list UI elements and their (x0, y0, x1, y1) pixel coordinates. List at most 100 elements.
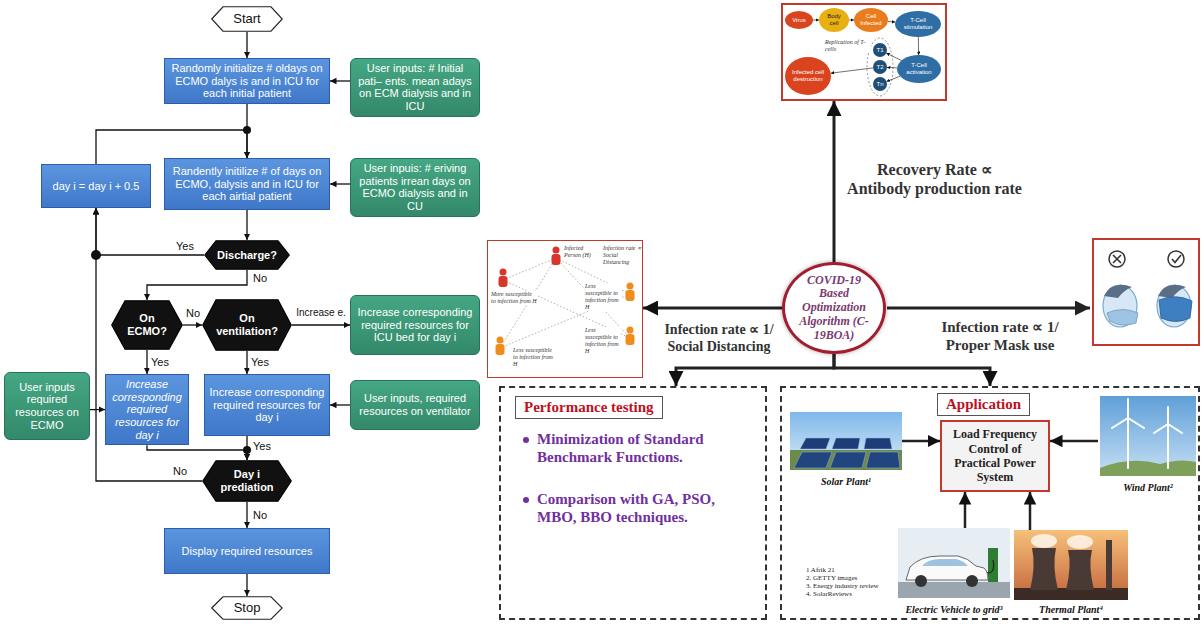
node-text: Increase corresponding required resource… (355, 306, 475, 344)
node-text: Randently initilize # of days on ECMO, d… (169, 165, 325, 203)
node-text: T-Cell activation (902, 62, 937, 75)
person-figure (626, 283, 635, 302)
person-figure (626, 290, 635, 301)
source-note: 3. Energy industry review (806, 582, 879, 590)
contact-dotted-line (556, 258, 630, 338)
person-figure (552, 247, 561, 266)
edge-label: No (171, 465, 189, 478)
wind-plant-picture (1154, 424, 1168, 433)
label-holder: Yes (174, 240, 196, 253)
connector (246, 574, 247, 596)
connector (834, 354, 990, 386)
thermal-plant-picture (1031, 534, 1057, 548)
wind-plant-picture (1128, 418, 1144, 428)
text-holder: Performance testing (515, 396, 663, 419)
mask-illustration (1093, 239, 1199, 345)
connector (887, 67, 897, 69)
connector (246, 210, 247, 240)
label-holder: Recovery Rate ∝ Antibody production rate (846, 160, 1023, 198)
mask-illustration (1109, 251, 1125, 267)
person-figure (627, 283, 634, 290)
thermal-plant-picture (1014, 530, 1128, 600)
wind-plant-picture (1127, 399, 1129, 418)
mask-illustration (1103, 285, 1137, 327)
connector (146, 350, 147, 374)
person-figure (626, 327, 635, 346)
solar-plant-picture (830, 452, 866, 468)
terminal-shape: Stop (211, 596, 283, 620)
node-text: day i = day i + 0.5 (53, 180, 140, 193)
node-text: Increase corresponding required resource… (209, 386, 325, 424)
cell-circle: T-Cell stimulation (895, 11, 941, 37)
node-text: Virus (792, 17, 806, 24)
picture-frame: Wind Plant² (1098, 394, 1198, 494)
connector (147, 270, 247, 300)
picture-caption: Wind Plant² (1123, 482, 1173, 494)
text-holder: Application (937, 393, 1030, 416)
relation-label: Recovery Rate ∝ Antibody production rate (846, 160, 1023, 198)
resource-box: Increase corresponding required resource… (350, 295, 480, 355)
thermal-plant-picture (1030, 548, 1058, 590)
person-figure (627, 327, 634, 334)
connector (831, 68, 873, 73)
solar-plant-picture (790, 412, 902, 470)
solar-plant-picture (866, 452, 900, 468)
node-text: Infected cell destruction (790, 69, 827, 82)
picture-frame: Solar Plant¹ (790, 412, 902, 488)
node-text: COVID-19 Based Optimization Algorithm (C… (792, 274, 876, 343)
connector (330, 404, 350, 405)
edge-label: Increase e. (294, 307, 347, 319)
node-text: User inputs: # Initial pati– ents. mean … (355, 62, 475, 113)
decision-diamond: Discharge? (204, 240, 290, 270)
source-note: 1 Afrik 21 (806, 566, 835, 574)
process-box: Increase corresponding required resource… (204, 374, 330, 436)
wind-plant-picture (1100, 396, 1196, 476)
connector (292, 324, 350, 325)
node-text: T1 (876, 47, 883, 54)
mask-illustration (1158, 285, 1186, 298)
connector (676, 354, 834, 386)
person-figure (552, 254, 561, 265)
algorithm-ellipse: COVID-19 Based Optimization Algorithm (C… (782, 262, 886, 354)
label-holder: Yes (249, 356, 271, 369)
node-text: Display required resources (182, 545, 313, 558)
node-text: Randomly initialize # oldays on ECMO dal… (169, 62, 325, 100)
connector (90, 409, 105, 410)
cell-circle: T-Cell activation (897, 55, 941, 83)
input-box: User inputs required resources on ECMO (4, 372, 90, 440)
cell-circle: Body cell (819, 8, 849, 32)
connector (833, 101, 836, 262)
label-holder: Infection rate ∝ 1/ Proper Mask use (925, 318, 1075, 354)
text-holder: Less susceptible to infection from H (585, 327, 621, 355)
connector (964, 492, 967, 528)
edge-label: No (251, 272, 269, 285)
thermal-plant-picture (1014, 530, 1128, 600)
decision-outline (212, 7, 283, 32)
picture-caption: Solar Plant¹ (821, 476, 871, 488)
process-box: Randomly initialize # oldays on ECMO dal… (164, 58, 330, 104)
label-holder: No (171, 465, 189, 478)
cell-circle: T2 (873, 60, 887, 74)
node-text: User inputs required resources on ECMO (9, 381, 85, 432)
small-note: Infected Person (H) (564, 245, 598, 259)
wind-plant-picture (1167, 407, 1169, 424)
node-text: On ventilation? (212, 312, 282, 337)
decision-outline (203, 300, 292, 351)
edge-label: Yes (149, 356, 171, 369)
picture-caption: Electric Vehicle to grid³ (905, 604, 1002, 616)
small-note: Less susceptible to infection from H (585, 283, 621, 311)
relation-label: Infection rate ∝ 1/ Social Distancing (646, 322, 792, 356)
wind-plant-picture (1167, 424, 1169, 468)
text-holder: Less susceptible to infection from H (585, 283, 621, 311)
node-text: Body cell (822, 13, 846, 26)
label-holder: 3. Energy industry review (806, 582, 879, 590)
person-figure (496, 344, 505, 355)
mask-illustration (1104, 285, 1132, 298)
label-holder: No (251, 509, 269, 522)
connector (902, 440, 940, 443)
electric-vehicle-picture (922, 559, 968, 566)
connector (918, 37, 919, 55)
connector (330, 80, 350, 81)
